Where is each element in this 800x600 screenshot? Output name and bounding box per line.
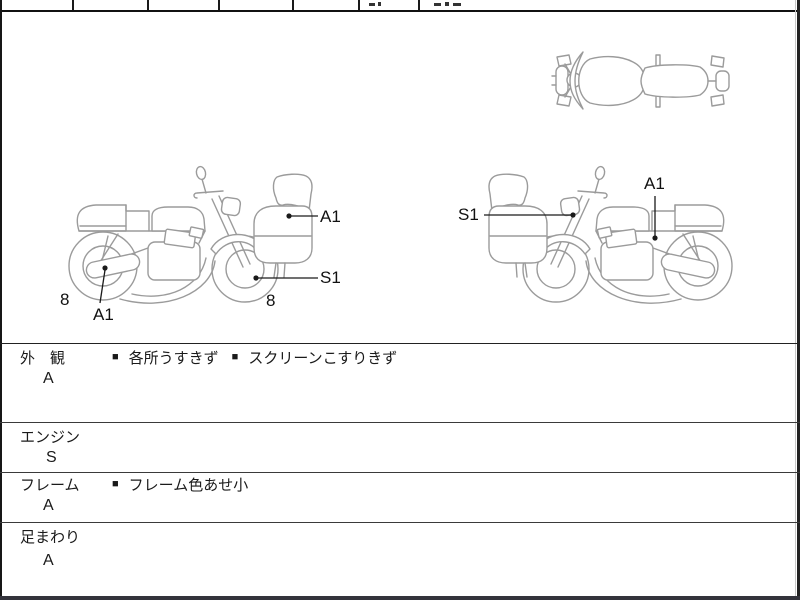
condition-label: フレーム — [20, 477, 80, 494]
condition-row-undercarriage: 足まわり A — [0, 522, 800, 597]
motorcycle-left-side-drawing — [68, 165, 313, 304]
condition-note: ■ スクリーンこすりきず — [232, 351, 398, 366]
annotation-leader-lines — [99, 196, 656, 304]
header-row-bottom-border — [0, 10, 800, 12]
clipped-header-text-fragment — [453, 3, 461, 6]
mark-label-left-screen: A1 — [320, 207, 341, 226]
condition-grade: A — [43, 552, 54, 569]
mark-label-right-side-cover: A1 — [644, 174, 665, 193]
condition-notes: ■ 各所うすきず ■ スクリーンこすりきず — [112, 351, 397, 366]
header-cell-divider — [72, 0, 74, 10]
sheet-footer-bar — [0, 596, 800, 600]
condition-row-frame: フレーム A ■ フレーム色あせ小 — [0, 472, 800, 523]
condition-label: 外 観 — [20, 350, 66, 367]
condition-label: 足まわり — [20, 529, 81, 546]
mark-label-left-muffler: A1 — [93, 305, 114, 324]
condition-note: ■ フレーム色あせ小 — [112, 478, 248, 493]
condition-row-engine: エンジン S — [0, 422, 800, 473]
clipped-header-text-fragment — [369, 3, 375, 6]
header-cell-divider — [292, 0, 294, 10]
sheet-right-inner-border — [795, 0, 796, 600]
condition-note: ■ 各所うすきず — [112, 351, 219, 366]
note-text: スクリーンこすりきず — [248, 350, 398, 367]
condition-label: エンジン — [20, 429, 81, 446]
note-text: 各所うすきず — [128, 350, 219, 367]
header-cell-divider — [418, 0, 420, 10]
grade-label-left-front-wheel: 8 — [266, 291, 276, 310]
motorcycle-right-side-drawing — [488, 165, 733, 304]
condition-notes: ■ フレーム色あせ小 — [112, 478, 248, 493]
condition-grade: S — [46, 449, 57, 466]
grade-label-left-rear-wheel: 8 — [60, 290, 70, 309]
annotation-dots — [102, 212, 658, 281]
note-bullet-icon: ■ — [112, 351, 119, 363]
clipped-header-text-fragment — [378, 2, 381, 6]
clipped-header-text-fragment — [434, 3, 441, 6]
note-text: フレーム色あせ小 — [128, 477, 249, 494]
note-bullet-icon: ■ — [231, 351, 239, 363]
condition-grade: A — [43, 370, 54, 387]
header-cell-divider — [358, 0, 360, 10]
sheet-right-border — [797, 0, 800, 600]
motorcycle-top-view-drawing — [551, 51, 730, 110]
mark-label-left-front-wheel: S1 — [320, 268, 341, 287]
header-cell-divider — [218, 0, 220, 10]
mark-label-right-screen: S1 — [458, 205, 479, 224]
clipped-header-text-fragment — [445, 2, 449, 6]
note-bullet-icon: ■ — [112, 478, 119, 490]
condition-row-exterior: 外 観 A ■ 各所うすきず ■ スクリーンこすりきず — [0, 343, 800, 423]
condition-grade: A — [43, 497, 54, 514]
sheet-left-border — [0, 0, 2, 600]
header-cell-divider — [147, 0, 149, 10]
